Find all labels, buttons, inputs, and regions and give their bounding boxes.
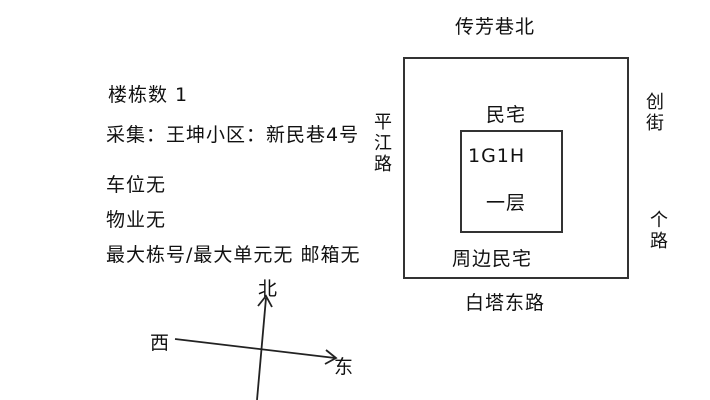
collection-address-text: 采集：王坤小区：新民巷4号	[106, 124, 360, 146]
building-count-text: 楼栋数 1	[108, 84, 189, 106]
compass-west-label: 西	[150, 332, 171, 354]
west-road-label: 平江路	[371, 112, 392, 175]
residence-code: 1G1H	[468, 145, 526, 167]
parking-text: 车位无	[106, 174, 167, 196]
compass-east-label: 东	[334, 356, 355, 378]
east-road-label-top: 创街	[643, 92, 664, 134]
compass-north-label: 北	[258, 278, 279, 300]
surrounding-residences-label: 周边民宅	[452, 248, 533, 270]
property-management-text: 物业无	[106, 209, 167, 231]
surrounding-area-box	[403, 57, 629, 279]
max-unit-mailbox-text: 最大栋号/最大单元无 邮箱无	[106, 244, 361, 266]
north-road-label: 传芳巷北	[455, 16, 536, 38]
residence-floor: 一层	[486, 192, 527, 214]
residence-title: 民宅	[486, 104, 527, 126]
east-road-label-bottom: 个路	[647, 210, 668, 252]
south-road-label: 白塔东路	[465, 292, 546, 314]
residence-box	[460, 130, 563, 233]
